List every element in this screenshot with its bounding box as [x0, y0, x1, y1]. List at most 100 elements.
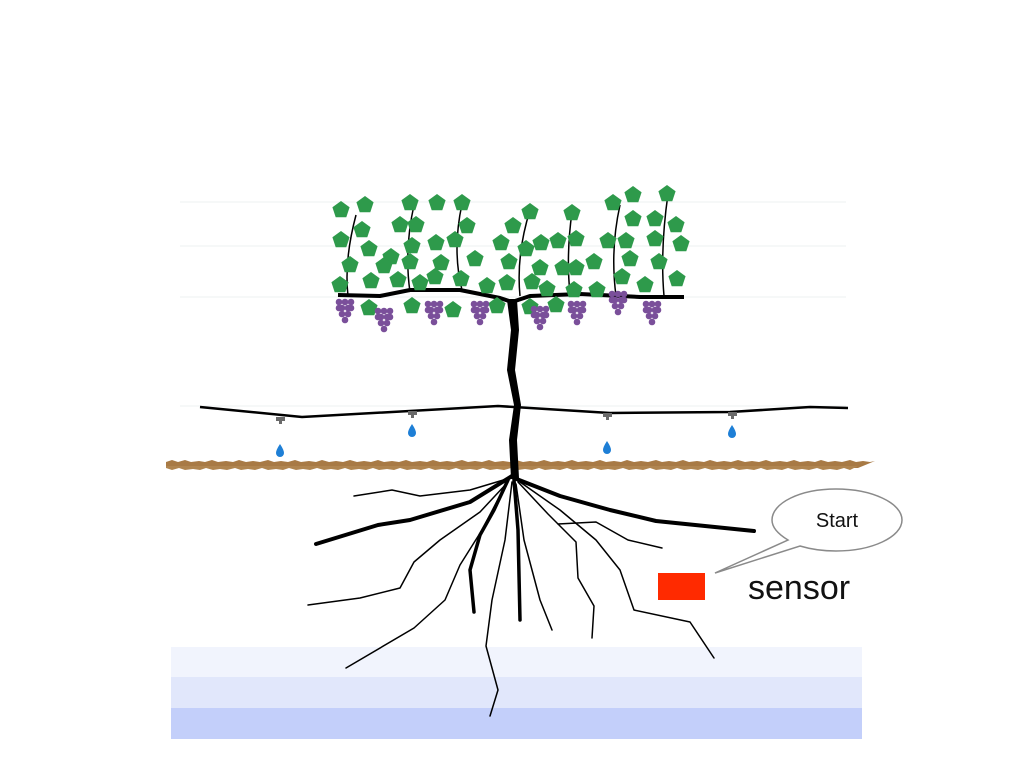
leaf-icon — [453, 194, 471, 211]
leaf-icon — [498, 274, 516, 291]
drip-irrigation-line — [199, 404, 849, 419]
drip-emitters — [276, 411, 737, 424]
root-mid-left — [307, 481, 509, 606]
leaf-icon — [401, 253, 419, 270]
leaf-icon — [549, 232, 567, 249]
leaf-icon — [432, 254, 450, 271]
leaf-icon — [604, 194, 622, 211]
leaf-icon — [341, 256, 359, 273]
leaf-icon — [391, 216, 409, 233]
leaf-icon — [532, 234, 550, 251]
grape-cluster-icon — [608, 290, 628, 316]
root-upper-left — [353, 477, 511, 497]
root-right-3 — [557, 521, 663, 549]
leaf-icon — [668, 270, 686, 287]
leaf-icon — [426, 268, 444, 285]
leaf-icon — [331, 276, 349, 293]
leaf-icon — [407, 216, 425, 233]
leaf-icon — [517, 240, 535, 257]
leaf-icon — [563, 204, 581, 221]
leaf-icon — [547, 296, 565, 313]
leaf-icon — [452, 270, 470, 287]
leaf-icon — [636, 276, 654, 293]
root-thick-left — [314, 474, 514, 546]
leaf-icon — [444, 301, 462, 318]
soil-moisture-sensor — [658, 573, 705, 600]
grape-cluster-icon — [567, 300, 587, 326]
leaf-icon — [521, 203, 539, 220]
root-right-2 — [519, 481, 715, 659]
start-label: Start — [816, 510, 859, 532]
leaf-icon — [617, 232, 635, 249]
leaf-icon — [538, 280, 556, 297]
leaf-icon — [411, 274, 429, 291]
leaf-icon — [646, 210, 664, 227]
grape-cluster-icon — [530, 305, 550, 331]
root-long-left — [345, 483, 507, 669]
grape-cluster-icon — [424, 300, 444, 326]
leaf-icon — [478, 277, 496, 294]
leaf-icon — [332, 201, 350, 218]
drip-emitter-icon — [728, 412, 737, 419]
leaf-icon — [624, 186, 642, 203]
grape-cluster-icon — [470, 300, 490, 326]
leaf-icon — [488, 297, 506, 314]
grape-cluster-icon — [642, 300, 662, 326]
groundwater-layer-middle — [171, 677, 862, 708]
leaf-icon — [428, 194, 446, 211]
leaf-icon — [567, 230, 585, 247]
leaf-icon — [360, 240, 378, 257]
leaf-icon — [531, 259, 549, 276]
leaf-icon — [646, 230, 664, 247]
water-drop-icon — [276, 444, 284, 457]
leaf-icon — [588, 281, 606, 298]
root-center-right — [515, 483, 553, 631]
water-drop-icon — [408, 424, 416, 437]
grape-cluster-icon — [374, 307, 394, 333]
drip-emitter-icon — [408, 411, 417, 418]
leaf-icon — [362, 272, 380, 289]
grape-clusters — [335, 290, 662, 333]
leaf-icon — [504, 217, 522, 234]
leaf-icon — [650, 253, 668, 270]
sensor-label: sensor — [748, 569, 850, 607]
leaf-icon — [356, 196, 374, 213]
leaf-icon — [360, 299, 378, 316]
leaf-icon — [599, 232, 617, 249]
groundwater-layer-bottom — [171, 708, 862, 739]
vine-trunk — [506, 299, 522, 479]
root-tap — [485, 481, 513, 717]
leaf-icon — [389, 271, 407, 288]
vine-canopy-leaves — [331, 185, 690, 318]
leaf-icon — [621, 250, 639, 267]
leaf-icon — [613, 268, 631, 285]
leaf-icon — [523, 273, 541, 290]
leaf-icon — [403, 237, 421, 254]
vine-cordon — [337, 288, 684, 304]
leaf-icon — [624, 210, 642, 227]
drip-emitter-icon — [276, 417, 285, 424]
groundwater-layers — [171, 647, 862, 739]
leaf-icon — [585, 253, 603, 270]
leaf-icon — [554, 259, 572, 276]
leaf-icon — [446, 231, 464, 248]
root-system — [307, 474, 756, 717]
leaf-icon — [500, 253, 518, 270]
water-drops — [276, 424, 736, 457]
root-right-1 — [517, 481, 595, 639]
leaf-icon — [353, 221, 371, 238]
drip-emitter-icon — [603, 413, 612, 420]
leaf-icon — [458, 217, 476, 234]
soil-surface — [166, 460, 875, 470]
root-thick-right — [512, 476, 756, 533]
leaf-icon — [401, 194, 419, 211]
leaf-icon — [332, 231, 350, 248]
start-speech-bubble: Start — [714, 488, 903, 574]
leaf-icon — [565, 281, 583, 298]
groundwater-layer-top — [171, 647, 862, 677]
leaf-icon — [667, 216, 685, 233]
leaf-icon — [427, 234, 445, 251]
leaf-icon — [567, 259, 585, 276]
leaf-icon — [403, 297, 421, 314]
